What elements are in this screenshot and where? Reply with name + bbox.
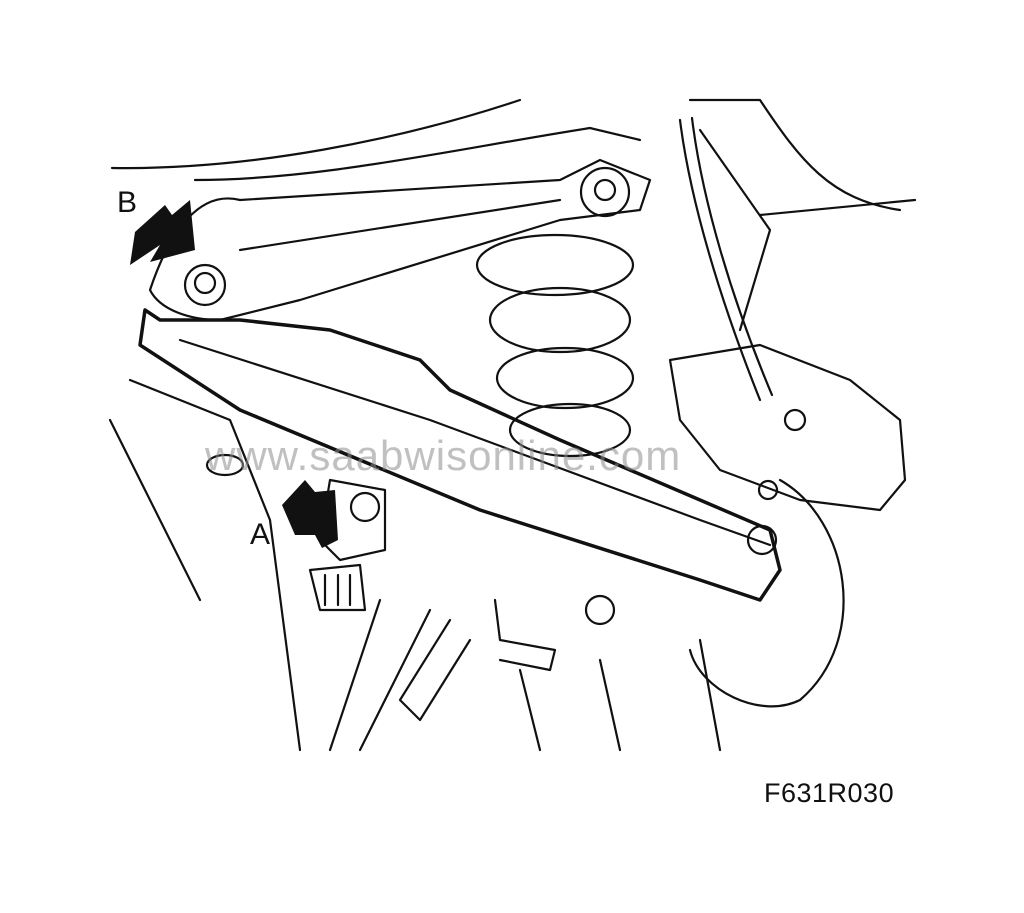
bolt-b [183,263,227,307]
caliper-bolt [783,408,807,432]
link-bolt [584,594,616,626]
callout-a: A [250,518,271,551]
subframe-line [518,638,722,752]
brake-caliper [668,343,907,512]
spring-coil [475,233,635,297]
spring-coil [495,346,635,410]
watermark: www.saabwisonline.com [205,432,682,479]
body-panel-line [758,198,917,217]
lower-arm-edge [178,338,772,547]
body-panel-line [110,98,522,170]
subframe-hole [205,453,245,477]
body-panel-line [193,126,642,182]
spring-coil [488,286,632,354]
arrow-b-icon [130,200,195,265]
figure-code: F631R030 [764,778,895,808]
brake-disc [688,478,845,708]
callout-b: B [117,186,138,219]
body-panel-line [688,98,902,212]
stabilizer-link [493,598,557,672]
subframe-line [398,618,472,722]
brake-hose [690,116,774,397]
spring-coil [508,402,632,458]
top-mount-nut-inner [593,178,617,202]
arrow-a-icon [282,480,338,548]
upper-arm-edge [238,198,562,252]
top-mount-nut [579,166,631,218]
subframe-line [328,598,432,752]
subframe-line [128,378,302,752]
bolt-b-head [193,271,217,295]
subframe-line [108,418,202,602]
body-panel-line [698,128,772,332]
caliper-bolt [757,479,779,501]
brake-hose [678,118,762,402]
upper-arm [148,158,652,322]
lower-control-arm [138,308,782,602]
bump-stop [308,563,367,612]
bolt-a [349,491,381,523]
bump-stop-ribs [323,573,352,607]
arm-outer-bolt [746,524,778,556]
